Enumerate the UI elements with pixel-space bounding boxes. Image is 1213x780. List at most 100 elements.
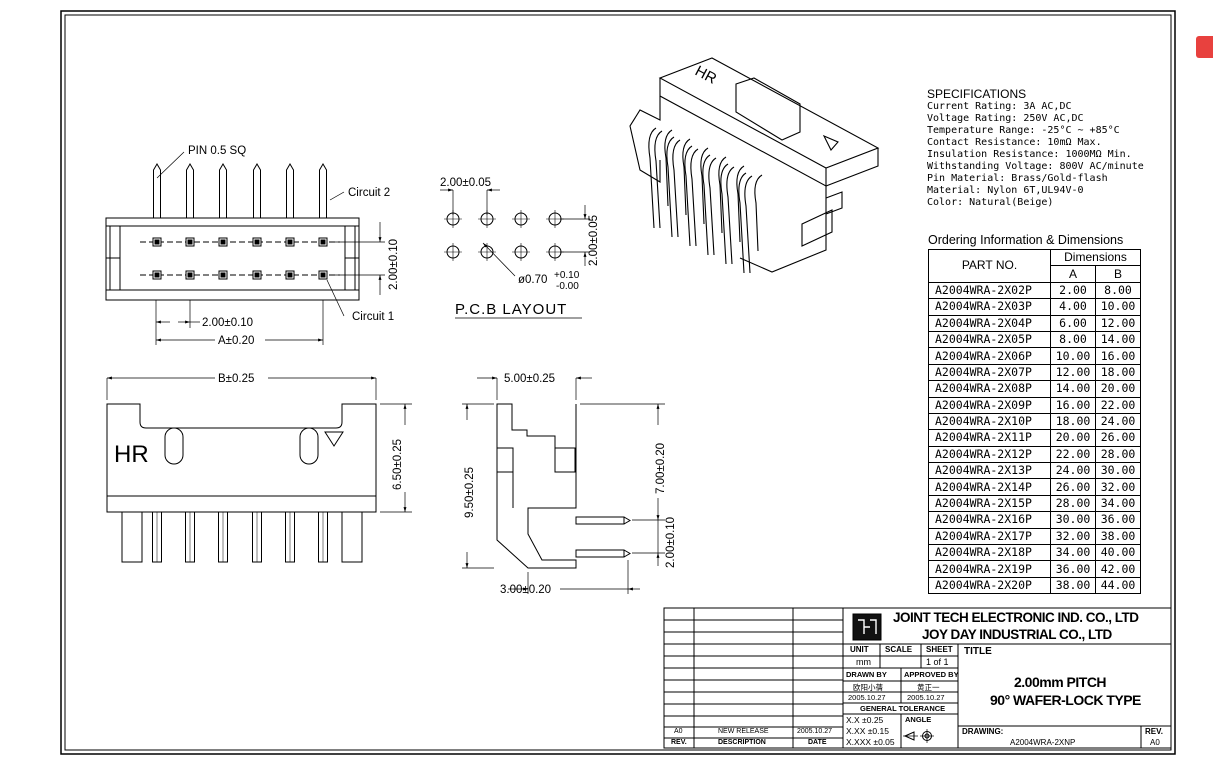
part-number-cell: A2004WRA-2X13P [928, 462, 1051, 480]
pin-square-core [254, 272, 260, 278]
part-number-cell: A2004WRA-2X06P [928, 347, 1051, 365]
ordering-title: Ordering Information & Dimensions [928, 233, 1124, 247]
rev-value: A0 [1150, 738, 1160, 747]
company-name-1: JOINT TECH ELECTRONIC IND. CO., LTD [893, 610, 1139, 625]
title-block-grid [663, 607, 1172, 749]
unit-label: UNIT [850, 645, 869, 654]
bookmark-icon[interactable] [1196, 36, 1213, 58]
sheet-label: SHEET [926, 645, 953, 654]
dim-b-cell: 20.00 [1095, 380, 1141, 398]
dim-a-cell: 14.00 [1050, 380, 1096, 398]
iso-pin [682, 138, 691, 216]
iso-pin [648, 127, 657, 229]
spec-line: Material: Nylon 6T,UL94V-0 [927, 185, 1084, 196]
spec-line: Voltage Rating: 250V AC,DC [927, 113, 1084, 124]
tolerance-1: X.X ±0.25 [846, 715, 884, 725]
drawn-by-label: DRAWN BY [846, 670, 887, 679]
spec-line: Insulation Resistance: 1000MΩ Min. [927, 149, 1132, 160]
iso-pin [738, 172, 747, 274]
side-bottom-dim: 3.00±0.20 [500, 584, 551, 596]
dim-b-cell: 10.00 [1095, 298, 1141, 316]
part-number-cell: A2004WRA-2X09P [928, 396, 1051, 414]
drawn-by-name: 欧阳小蒨 [853, 683, 883, 692]
hdr-rev: REV. [671, 739, 687, 746]
dim-b-cell: 24.00 [1095, 412, 1141, 431]
side-view [462, 376, 665, 594]
spec-line: Temperature Range: -25°C ~ +85°C [927, 125, 1120, 136]
hdr-description: DESCRIPTION [718, 739, 766, 746]
part-number-cell: A2004WRA-2X14P [928, 478, 1051, 496]
part-number-cell: A2004WRA-2X08P [928, 380, 1051, 398]
pcb-pitch-h: 2.00±0.05 [440, 177, 491, 189]
dim-b-cell: 36.00 [1095, 511, 1141, 529]
pin-outline [219, 163, 227, 218]
dim-b-cell: 28.00 [1095, 445, 1141, 464]
rev-row-desc: NEW RELEASE [718, 728, 769, 735]
scale-label: SCALE [885, 645, 913, 654]
pin-note: PIN 0.5 SQ [188, 145, 246, 157]
front-view [106, 376, 412, 563]
iso-pin [654, 130, 663, 229]
iso-pin [690, 148, 699, 247]
iso-view [629, 57, 880, 274]
part-number-cell: A2004WRA-2X12P [928, 445, 1051, 464]
tolerance-3: X.XXX ±0.05 [846, 737, 895, 747]
dim-a-cell: 26.00 [1050, 478, 1096, 496]
dim-a-cell: 2.00 [1050, 281, 1096, 300]
dim-a-cell: 10.00 [1050, 347, 1096, 365]
iso-pin [672, 139, 681, 238]
col-b: B [1095, 265, 1141, 283]
rev-row-date: 2005.10.27 [797, 728, 833, 735]
side-top-dim: 5.00±0.25 [504, 373, 555, 385]
col-dimensions: Dimensions [1050, 248, 1141, 267]
dim-a-cell: 8.00 [1050, 330, 1096, 349]
dim-b-cell: 30.00 [1095, 462, 1141, 480]
dim-b-cell: 34.00 [1095, 494, 1141, 513]
part-number-cell: A2004WRA-2X15P [928, 494, 1051, 513]
pin-square-core [320, 272, 326, 278]
dim-a-cell: 30.00 [1050, 511, 1096, 529]
iso-pin [720, 163, 729, 265]
dim-b-cell: 8.00 [1095, 281, 1141, 300]
dim-b-cell: 44.00 [1095, 576, 1141, 595]
company-name-2: JOY DAY INDUSTRIAL CO., LTD [922, 627, 1112, 642]
dim-a-cell: 16.00 [1050, 396, 1096, 414]
drawing-title-1: 2.00mm PITCH [1014, 674, 1107, 690]
top-a-dim: A±0.20 [218, 335, 254, 347]
pcb-tol-minus: -0.00 [556, 281, 579, 292]
iso-pin [666, 136, 675, 238]
spec-line: Pin Material: Brass/Gold-flash [927, 173, 1108, 184]
pin-square-core [254, 239, 260, 245]
pin-outline [253, 163, 261, 218]
spec-line: Current Rating: 3A AC,DC [927, 101, 1072, 112]
front-height-dim: 6.50±0.25 [392, 439, 404, 490]
part-number-cell: A2004WRA-2X04P [928, 314, 1051, 332]
part-number-cell: A2004WRA-2X07P [928, 363, 1051, 382]
tolerance-2: X.XX ±0.15 [846, 726, 889, 736]
ordering-info: Ordering Information & Dimensions PART N… [928, 233, 1158, 595]
iso-logo: HR [692, 63, 719, 88]
spec-line: Contact Resistance: 10mΩ Max. [927, 137, 1102, 148]
circuit1-label: Circuit 1 [352, 311, 394, 323]
pcb-pitch-v: 2.00±0.05 [588, 215, 600, 266]
pin-square-core [154, 239, 160, 245]
iso-pin [754, 174, 763, 252]
hdr-date: DATE [808, 739, 827, 746]
iso-pin [684, 145, 693, 247]
drawing-no-label: DRAWING: [962, 727, 1004, 736]
dim-a-cell: 32.00 [1050, 527, 1096, 546]
iso-pin [700, 147, 709, 225]
dim-b-cell: 14.00 [1095, 330, 1141, 349]
part-number-cell: A2004WRA-2X02P [928, 281, 1051, 300]
dim-b-cell: 32.00 [1095, 478, 1141, 496]
